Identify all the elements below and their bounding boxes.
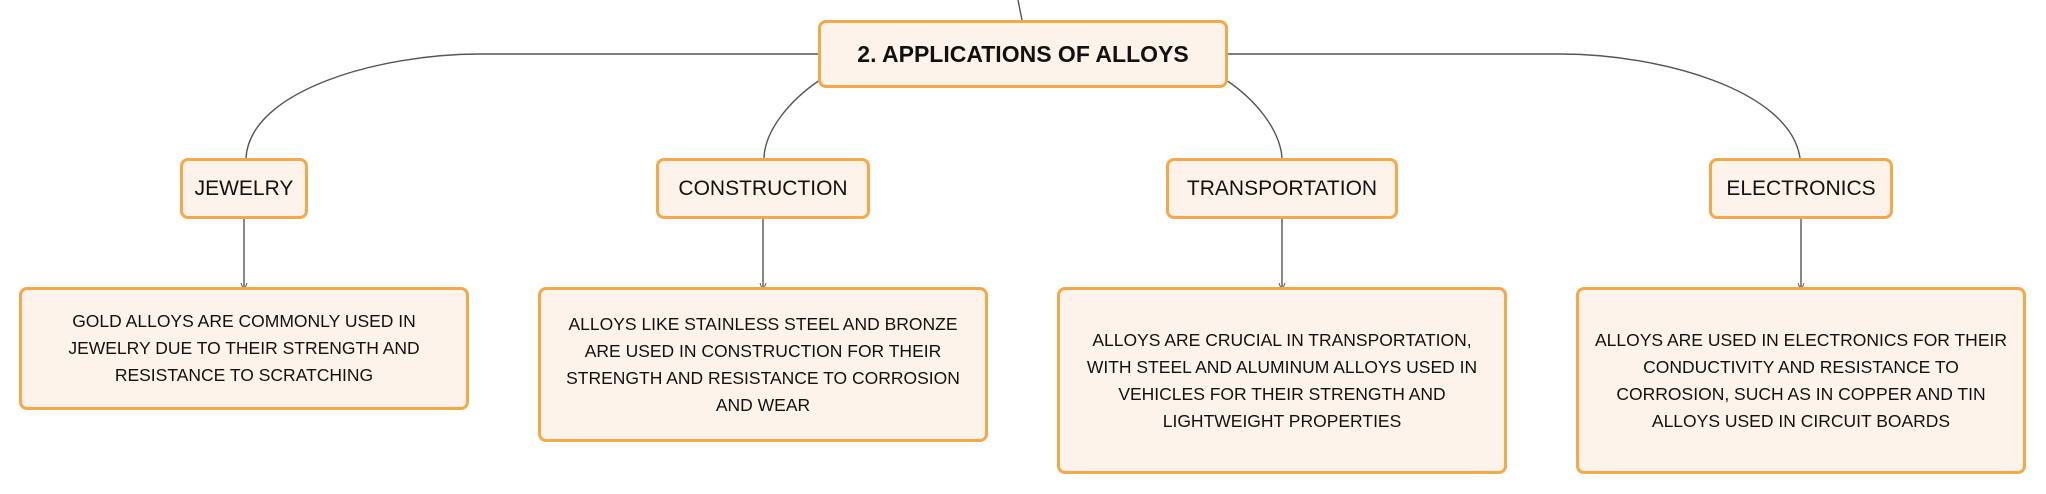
parent-connector-line [1017, 0, 1023, 21]
category-node-jewelry[interactable]: JEWELRY [180, 158, 308, 219]
connector-root-to-jewelry [245, 53, 818, 159]
connector-root-to-electronics [1228, 53, 1801, 159]
category-label-electronics: ELECTRONICS [1726, 176, 1876, 200]
category-label-transportation: TRANSPORTATION [1186, 176, 1378, 200]
description-text-electronics: ALLOYS ARE USED IN ELECTRONICS FOR THEIR… [1595, 329, 2007, 431]
category-label-construction: CONSTRUCTION [678, 176, 848, 200]
root-node[interactable]: 2. APPLICATIONS OF ALLOYS [818, 20, 1228, 88]
root-title: 2. APPLICATIONS OF ALLOYS [857, 40, 1189, 67]
description-text-construction: ALLOYS LIKE STAINLESS STEEL AND BRONZE A… [566, 313, 960, 415]
category-node-construction[interactable]: CONSTRUCTION [656, 158, 870, 219]
category-label-jewelry: JEWELRY [194, 176, 294, 200]
description-node-transportation[interactable]: ALLOYS ARE CRUCIAL IN TRANSPORTATION, WI… [1057, 287, 1507, 474]
description-text-jewelry: GOLD ALLOYS ARE COMMONLY USED IN JEWELRY… [68, 311, 420, 385]
category-node-electronics[interactable]: ELECTRONICS [1709, 158, 1893, 219]
description-node-jewelry[interactable]: GOLD ALLOYS ARE COMMONLY USED IN JEWELRY… [19, 287, 469, 410]
connector-root-to-construction [763, 79, 821, 159]
description-node-construction[interactable]: ALLOYS LIKE STAINLESS STEEL AND BRONZE A… [538, 287, 988, 442]
description-text-transportation: ALLOYS ARE CRUCIAL IN TRANSPORTATION, WI… [1086, 329, 1478, 431]
description-node-electronics[interactable]: ALLOYS ARE USED IN ELECTRONICS FOR THEIR… [1576, 287, 2026, 474]
connector-root-to-transportation [1225, 79, 1283, 159]
category-node-transportation[interactable]: TRANSPORTATION [1166, 158, 1398, 219]
